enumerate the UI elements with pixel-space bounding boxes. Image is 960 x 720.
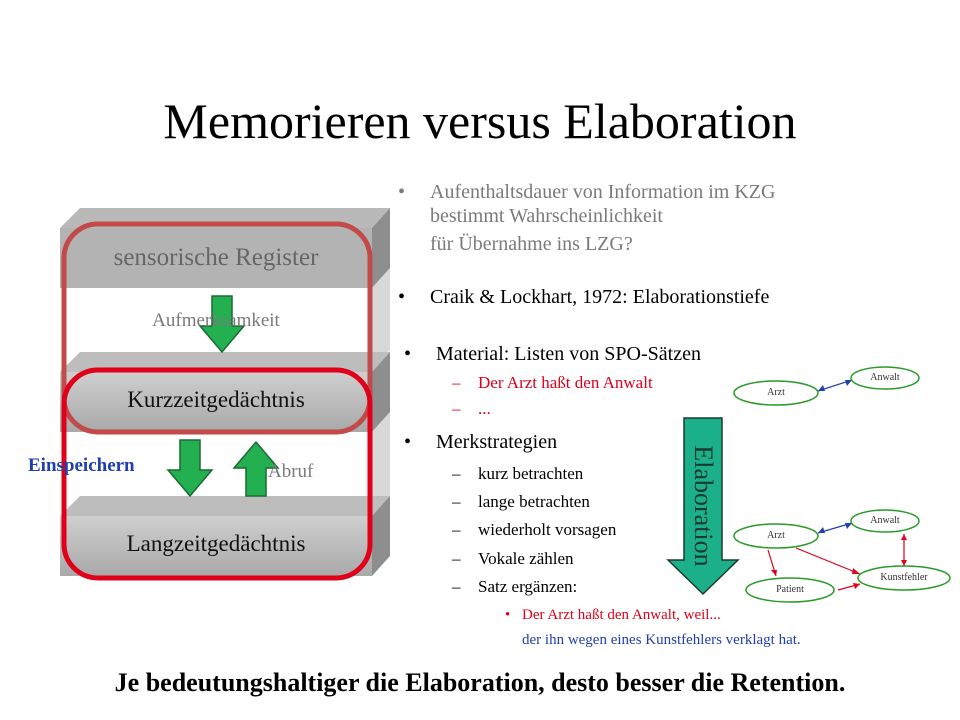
- node-anwalt-large-label: Anwalt: [870, 515, 900, 526]
- bullet-2-dot: •: [398, 286, 406, 308]
- bullet-3-sub-2: ...: [478, 399, 491, 418]
- strategy-dash-3: –: [452, 520, 461, 539]
- strategy-dash-1: –: [452, 464, 461, 483]
- attention-arrow-down: [198, 295, 246, 354]
- encode-label: Einspeichern: [28, 455, 135, 476]
- strategy-dash-4: –: [452, 549, 461, 568]
- node-kunstfehler: [857, 565, 951, 591]
- network-large: [733, 509, 951, 603]
- page-title: Memorieren versus Elaboration: [163, 93, 797, 149]
- node-arzt-large: [733, 523, 819, 549]
- network-small: [733, 366, 920, 406]
- node-arzt-small-label: Arzt: [767, 387, 785, 398]
- strategy-item-1: kurz betrachten: [478, 464, 584, 483]
- bullet-3-sub-dash-1: –: [452, 373, 461, 392]
- node-anwalt-large: [850, 509, 920, 533]
- strategy-dash-2: –: [452, 492, 461, 511]
- short-term-memory-label: Kurzzeitgedächtnis: [127, 387, 305, 412]
- bullet-1-line-1: Aufenthaltsdauer von Information im KZG: [430, 181, 776, 203]
- bullet-3-sub-1: Der Arzt haßt den Anwalt: [478, 373, 653, 392]
- memorize-ring: [61, 221, 373, 435]
- example-blue-text: der ihn wegen eines Kunstfehlers verklag…: [522, 632, 801, 648]
- example-dot: •: [505, 607, 511, 623]
- strategy-dash-5: –: [452, 577, 461, 596]
- bullet-2-text: Craik & Lockhart, 1972: Elaborationstief…: [430, 286, 770, 308]
- node-arzt-small: [733, 380, 819, 406]
- elaboration-label: Elaboration: [689, 445, 718, 567]
- strategy-item-5: Satz ergänzen:: [478, 577, 578, 596]
- strategy-item-3: wiederholt vorsagen: [478, 520, 617, 539]
- node-kunstfehler-label: Kunstfehler: [880, 572, 928, 583]
- attention-label: Aufmerksamkeit: [152, 310, 280, 331]
- elaborate-ring: [61, 367, 373, 581]
- bullet-3-text: Material: Listen von SPO-Sätzen: [436, 343, 701, 365]
- conclusion-text: Je bedeutungshaltiger die Elaboration, d…: [114, 668, 846, 697]
- elaboration-arrow: [666, 417, 740, 596]
- short-term-memory-box: [60, 352, 390, 432]
- retrieve-arrow-up: [232, 440, 280, 497]
- long-term-memory-box: [60, 496, 390, 576]
- retrieve-label: Abruf: [268, 461, 314, 482]
- encode-arrow-down: [166, 439, 214, 498]
- bullet-1-line-2: bestimmt Wahrscheinlichkeit: [430, 205, 663, 227]
- long-term-memory-label: Langzeitgedächtnis: [126, 531, 306, 556]
- strategy-item-4: Vokale zählen: [478, 549, 574, 568]
- example-red-text: Der Arzt haßt den Anwalt, weil...: [522, 607, 721, 623]
- node-anwalt-small-label: Anwalt: [870, 372, 900, 383]
- node-patient-label: Patient: [776, 584, 804, 595]
- sensory-register-label: sensorische Register: [113, 244, 319, 271]
- bullet-1-line-3: für Übernahme ins LZG?: [430, 233, 633, 255]
- bullet-4-text: Merkstrategien: [436, 431, 558, 453]
- bullet-3-dot: •: [404, 343, 412, 365]
- bullet-1-dot: •: [398, 181, 406, 203]
- node-anwalt-small: [850, 366, 920, 390]
- strategy-item-2: lange betrachten: [478, 492, 590, 511]
- node-patient: [745, 577, 835, 603]
- node-arzt-large-label: Arzt: [767, 530, 785, 541]
- bullet-4-dot: •: [404, 431, 412, 453]
- bullet-3-sub-dash-2: –: [452, 399, 461, 418]
